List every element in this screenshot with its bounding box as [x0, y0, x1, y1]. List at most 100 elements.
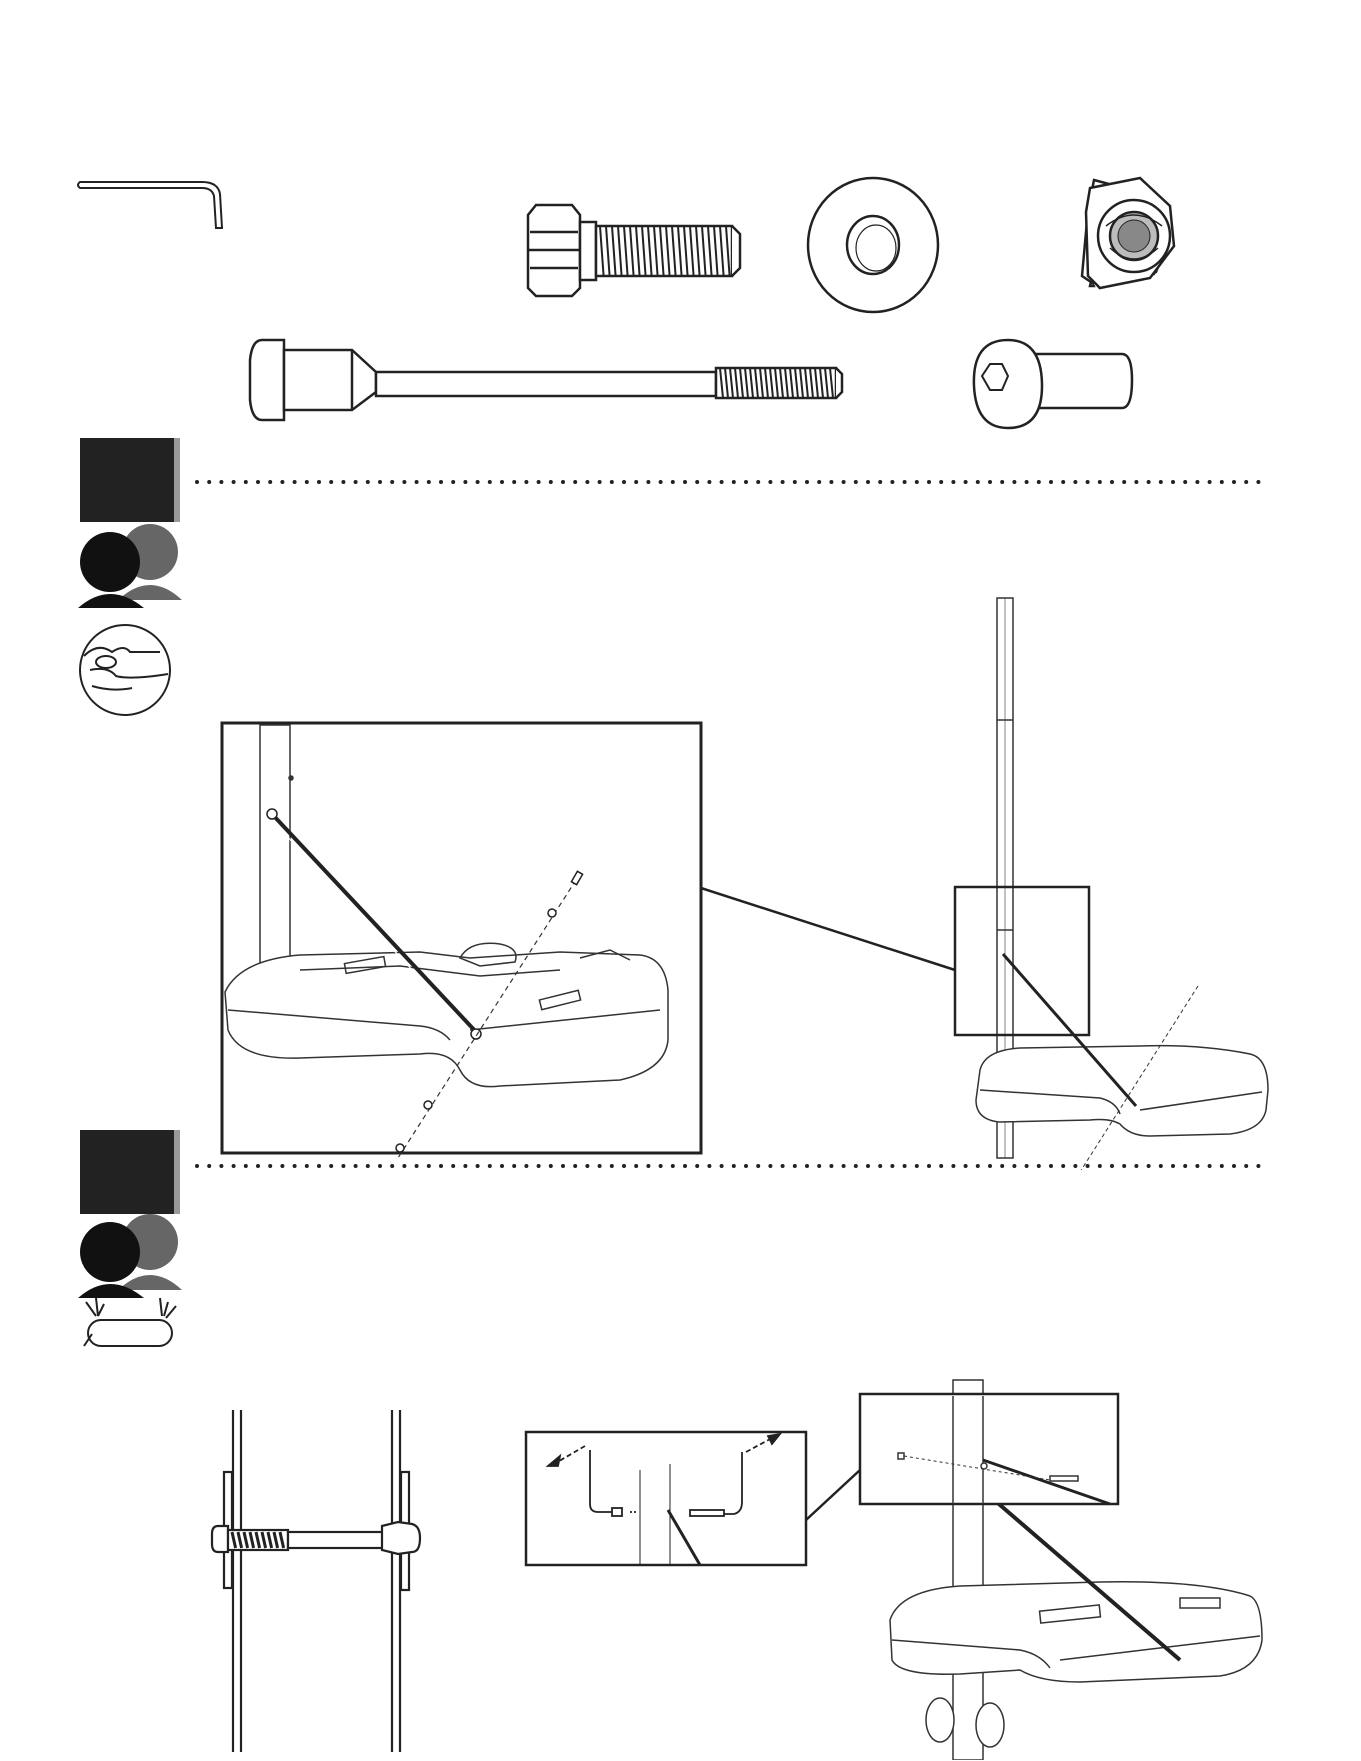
divider-dot — [268, 480, 272, 484]
divider-dot — [341, 480, 345, 484]
divider-dot — [232, 1164, 236, 1168]
divider-dot — [695, 480, 699, 484]
divider-dot — [244, 480, 248, 484]
divider-dot — [280, 480, 284, 484]
divider-dot — [488, 480, 492, 484]
divider-dot — [439, 480, 443, 484]
divider-dot — [1183, 480, 1187, 484]
divider-dot — [976, 480, 980, 484]
step-1-leader-line — [701, 888, 955, 970]
divider-dot — [756, 480, 760, 484]
divider-dot — [305, 1164, 309, 1168]
divider-dot — [610, 480, 614, 484]
divider-dot — [951, 480, 955, 484]
divider-dot — [476, 1164, 480, 1168]
divider-dot — [1134, 480, 1138, 484]
step-2-leader-line — [806, 1470, 860, 1520]
divider-dot — [854, 480, 858, 484]
divider-dot — [768, 480, 772, 484]
divider-dot — [781, 1164, 785, 1168]
divider-dot — [927, 1164, 931, 1168]
divider-dot — [415, 1164, 419, 1168]
divider-dot — [732, 480, 736, 484]
divider-dot — [1159, 1164, 1163, 1168]
step-1-overview-drawing — [976, 598, 1268, 1170]
step-2-detail-frame-left — [526, 1432, 806, 1565]
divider-dot — [256, 1164, 260, 1168]
divider-dot — [378, 1164, 382, 1168]
divider-dot — [1000, 1164, 1004, 1168]
divider-dot — [366, 1164, 370, 1168]
divider-dot — [1208, 480, 1212, 484]
divider-dot — [549, 480, 553, 484]
divider-dot — [354, 1164, 358, 1168]
divider-dot — [890, 1164, 894, 1168]
divider-dot — [1232, 1164, 1236, 1168]
divider-dot — [195, 1164, 199, 1168]
divider-dot — [793, 480, 797, 484]
divider-dot — [207, 1164, 211, 1168]
lock-nut-icon — [1078, 178, 1174, 288]
divider-dot — [878, 480, 882, 484]
divider-dot — [671, 480, 675, 484]
divider-dot — [781, 480, 785, 484]
divider-dot — [1086, 1164, 1090, 1168]
two-person-icon — [78, 1214, 182, 1298]
hex-bolt-icon — [528, 205, 740, 296]
step-2-area — [0, 1120, 1361, 1760]
step-2-bolt-section-drawing — [212, 1410, 420, 1752]
step-1-divider — [195, 480, 1260, 484]
divider-dot — [793, 1164, 797, 1168]
divider-dot — [1061, 1164, 1065, 1168]
two-person-icon — [78, 524, 182, 608]
divider-dot — [1232, 480, 1236, 484]
divider-dot — [744, 1164, 748, 1168]
divider-dot — [1037, 480, 1041, 484]
divider-dot — [768, 1164, 772, 1168]
divider-dot — [1244, 480, 1248, 484]
divider-dot — [805, 1164, 809, 1168]
divider-dot — [659, 480, 663, 484]
divider-dot — [1098, 1164, 1102, 1168]
attention-note-icon — [84, 1298, 176, 1346]
divider-dot — [427, 480, 431, 484]
divider-dot — [598, 480, 602, 484]
divider-dot — [951, 1164, 955, 1168]
divider-dot — [927, 480, 931, 484]
divider-dot — [1122, 480, 1126, 484]
divider-dot — [1000, 480, 1004, 484]
divider-dot — [878, 1164, 882, 1168]
divider-dot — [964, 1164, 968, 1168]
divider-dot — [842, 1164, 846, 1168]
divider-dot — [817, 480, 821, 484]
divider-dot — [293, 480, 297, 484]
divider-dot — [366, 480, 370, 484]
divider-dot — [732, 1164, 736, 1168]
divider-dot — [866, 1164, 870, 1168]
divider-dot — [1244, 1164, 1248, 1168]
divider-dot — [1086, 480, 1090, 484]
divider-dot — [415, 480, 419, 484]
divider-dot — [671, 1164, 675, 1168]
divider-dot — [451, 1164, 455, 1168]
divider-dot — [390, 1164, 394, 1168]
divider-dot — [707, 1164, 711, 1168]
divider-dot — [1049, 480, 1053, 484]
divider-dot — [329, 1164, 333, 1168]
hand-tighten-icon — [80, 625, 170, 715]
divider-dot — [988, 1164, 992, 1168]
divider-dot — [488, 1164, 492, 1168]
divider-dot — [293, 1164, 297, 1168]
divider-dot — [500, 1164, 504, 1168]
divider-dot — [1012, 480, 1016, 484]
divider-dot — [573, 1164, 577, 1168]
divider-dot — [1171, 1164, 1175, 1168]
divider-dot — [695, 1164, 699, 1168]
divider-dot — [915, 1164, 919, 1168]
divider-dot — [537, 1164, 541, 1168]
divider-dot — [939, 1164, 943, 1168]
divider-dot — [1195, 1164, 1199, 1168]
divider-dot — [1012, 1164, 1016, 1168]
divider-dot — [1147, 1164, 1151, 1168]
